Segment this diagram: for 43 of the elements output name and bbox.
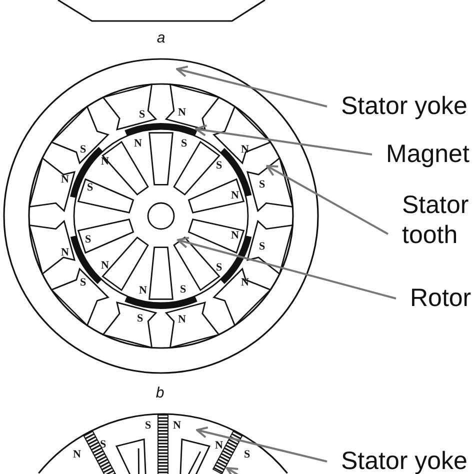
pole-letter: S xyxy=(100,440,106,450)
pole-letter: N xyxy=(231,230,239,242)
pole-letter: S xyxy=(144,420,152,432)
pole-letter: N xyxy=(139,286,147,296)
pole-letter: N xyxy=(178,108,186,118)
pole-letter: S xyxy=(180,284,186,296)
pole-letter: S xyxy=(258,242,266,252)
panel-letter: b xyxy=(156,386,164,400)
pole-letter: N xyxy=(231,190,239,202)
pole-letter: S xyxy=(86,182,94,194)
leader-arrow xyxy=(266,165,388,235)
pole-letter: N xyxy=(241,278,249,288)
pole-letter: N xyxy=(134,138,142,150)
pole-letter: S xyxy=(84,234,92,246)
callout-label: Stator yoke xyxy=(341,449,468,474)
magnet xyxy=(124,123,198,136)
leader-arrow xyxy=(195,124,372,156)
leader-arrow xyxy=(196,426,328,462)
stator-yoke xyxy=(38,413,288,474)
pole-letter: N xyxy=(173,420,181,432)
pole-letter: S xyxy=(258,180,266,190)
callout-label: Stator tooth xyxy=(402,190,474,250)
callout-label: Magnet xyxy=(386,142,470,167)
pole-letter: S xyxy=(136,314,144,324)
pole-letter: S xyxy=(244,450,250,460)
pole-letter: N xyxy=(215,440,223,452)
pole-letter: N xyxy=(61,174,69,186)
panel-letter: a xyxy=(156,30,166,46)
pole-letter: S xyxy=(216,262,222,274)
pole-letter: S xyxy=(180,138,188,150)
pole-letter: N xyxy=(61,248,69,258)
pole-letter: N xyxy=(73,450,81,460)
leader-arrow xyxy=(176,66,328,108)
stator-tooth xyxy=(246,156,294,212)
pole-letter: S xyxy=(80,278,86,288)
pole-letter: N xyxy=(178,314,186,326)
callout-label: Rotor xyxy=(410,286,472,311)
pole-letter: N xyxy=(101,260,109,272)
pole-letter: S xyxy=(138,110,146,120)
pole-letter: S xyxy=(216,160,222,172)
pole-letter: S xyxy=(80,144,86,156)
callout-label: Stator yoke xyxy=(341,94,468,119)
leader-arrow xyxy=(177,236,396,300)
